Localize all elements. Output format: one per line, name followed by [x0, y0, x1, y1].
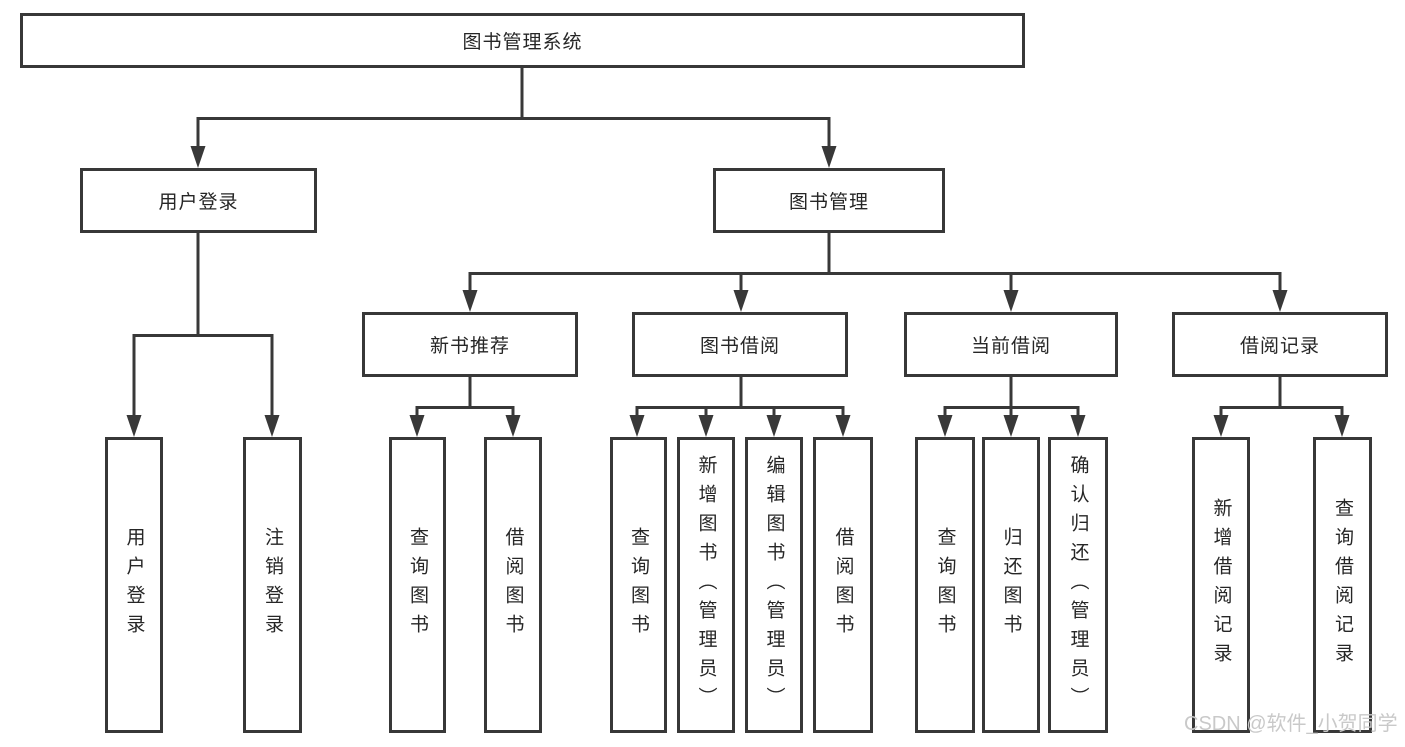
leaf-recommend-borrow-book-label: 借阅图书	[502, 527, 524, 643]
node-root: 图书管理系统	[20, 13, 1025, 68]
leaf-confirm-return-admin: 确认归还（管理员）	[1048, 437, 1108, 733]
node-borrow-record-label: 借阅记录	[1239, 336, 1320, 357]
leaf-edit-book-admin-label: 编辑图书（管理员）	[763, 454, 785, 716]
node-user-login: 用户登录	[80, 168, 317, 233]
node-book-borrow-label: 图书借阅	[699, 336, 780, 357]
leaf-return-book: 归还图书	[982, 437, 1040, 733]
leaf-current-query-book-label: 查询图书	[934, 527, 956, 643]
leaf-logout: 注销登录	[243, 437, 302, 733]
leaf-user-login: 用户登录	[105, 437, 163, 733]
leaf-query-borrow-record: 查询借阅记录	[1313, 437, 1372, 733]
leaf-return-book-label: 归还图书	[1000, 527, 1022, 643]
leaf-recommend-borrow-book: 借阅图书	[484, 437, 542, 733]
leaf-add-borrow-record: 新增借阅记录	[1192, 437, 1250, 733]
leaf-confirm-return-admin-label: 确认归还（管理员）	[1067, 454, 1089, 716]
leaf-add-book-admin: 新增图书（管理员）	[677, 437, 735, 733]
leaf-recommend-query-book-label: 查询图书	[407, 527, 428, 643]
leaf-user-login-label: 用户登录	[123, 527, 145, 643]
node-book-borrow: 图书借阅	[632, 312, 848, 377]
node-current-borrow-label: 当前借阅	[970, 336, 1051, 357]
node-new-book-recommend-label: 新书推荐	[429, 336, 510, 357]
node-book-management: 图书管理	[713, 168, 945, 233]
leaf-query-borrow-record-label: 查询借阅记录	[1332, 498, 1353, 672]
node-book-management-label: 图书管理	[788, 192, 869, 213]
node-user-login-label: 用户登录	[158, 192, 239, 213]
leaf-recommend-query-book: 查询图书	[389, 437, 446, 733]
leaf-edit-book-admin: 编辑图书（管理员）	[745, 437, 803, 733]
leaf-borrow-query-book: 查询图书	[610, 437, 667, 733]
node-root-label: 图书管理系统	[462, 32, 583, 53]
leaf-borrow-book: 借阅图书	[813, 437, 873, 733]
leaf-borrow-book-label: 借阅图书	[832, 527, 854, 643]
node-new-book-recommend: 新书推荐	[362, 312, 578, 377]
leaf-current-query-book: 查询图书	[915, 437, 975, 733]
node-borrow-record: 借阅记录	[1172, 312, 1388, 377]
leaf-logout-label: 注销登录	[262, 527, 283, 643]
csdn-watermark: CSDN @软件_小贺同学	[1184, 713, 1398, 735]
node-current-borrow: 当前借阅	[904, 312, 1118, 377]
leaf-add-borrow-record-label: 新增借阅记录	[1210, 498, 1232, 672]
leaf-add-book-admin-label: 新增图书（管理员）	[695, 454, 717, 716]
leaf-borrow-query-book-label: 查询图书	[628, 527, 649, 643]
